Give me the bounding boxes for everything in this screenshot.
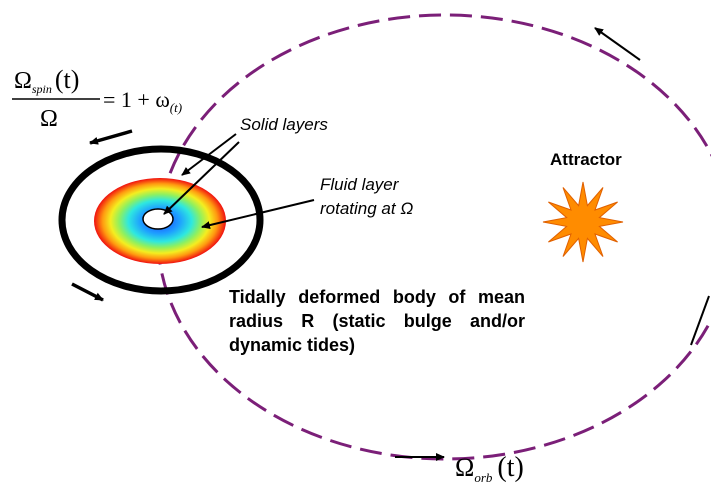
svg-text:= 1 + ω(t): = 1 + ω(t) bbox=[103, 87, 182, 115]
orbit-path bbox=[156, 13, 711, 461]
orbit-arg: (t) bbox=[497, 452, 523, 483]
spin-rhs-subscript: (t) bbox=[170, 100, 182, 115]
spin-numerator-subscript: spin bbox=[32, 82, 52, 96]
spin-numerator-symbol: Ω bbox=[14, 68, 32, 94]
spin-arrow-top bbox=[89, 129, 133, 145]
orbit-arrow-right bbox=[690, 295, 710, 346]
orbit-equation: Ωorb (t) bbox=[455, 452, 524, 485]
attractor-star-icon bbox=[542, 181, 624, 263]
svg-text:Ωspin(t): Ωspin(t) bbox=[14, 65, 79, 96]
solid-layers-label: Solid layers bbox=[240, 115, 328, 134]
tidal-body-description: Tidally deformed body of mean radius R (… bbox=[229, 287, 525, 355]
fluid-layer-label-line1: Fluid layer bbox=[320, 175, 399, 194]
spin-numerator-arg: (t) bbox=[55, 65, 80, 94]
fluid-layer-arrow bbox=[201, 199, 315, 230]
svg-text:Ωorb(t): Ωorb (t) bbox=[455, 452, 524, 485]
spin-rhs: = 1 + ω bbox=[103, 87, 170, 112]
outer-solid-ring bbox=[58, 145, 264, 295]
orbit-subscript: orb bbox=[474, 470, 493, 485]
orbit-symbol: Ω bbox=[455, 453, 474, 482]
inner-solid-core bbox=[142, 208, 174, 230]
spin-arrow-bottom bbox=[71, 282, 104, 302]
attractor-label: Attractor bbox=[550, 150, 622, 169]
solid-layers-arrow-inner bbox=[163, 141, 240, 215]
fluid-layer-label-line2: rotating at Ω bbox=[320, 199, 414, 218]
spin-denominator: Ω bbox=[40, 106, 58, 132]
solid-layers-arrow-outer bbox=[181, 133, 237, 176]
orbit-arrow-top bbox=[594, 27, 641, 61]
fluid-layer-label: Fluid layer rotating at Ω bbox=[320, 173, 430, 221]
spin-equation: Ωspin(t) Ω = 1 + ω(t) bbox=[12, 65, 182, 132]
